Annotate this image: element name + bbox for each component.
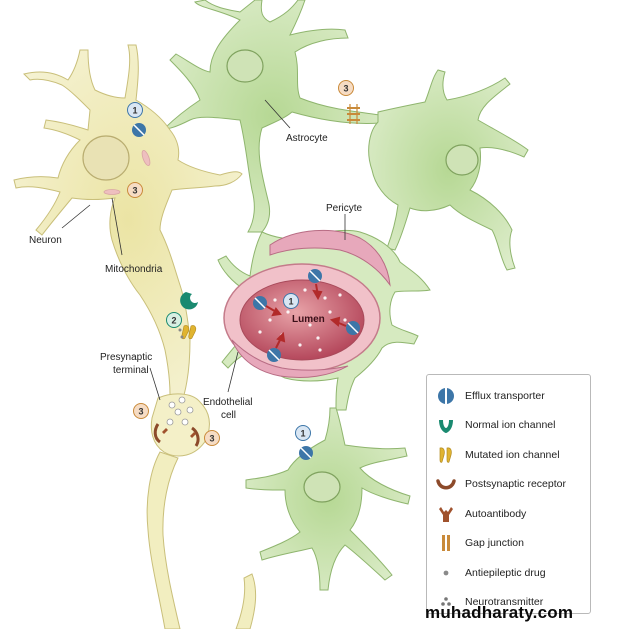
label-cell: cell (221, 410, 236, 421)
legend-item: Postsynaptic receptor (435, 470, 584, 500)
label-lumen: Lumen (292, 314, 325, 325)
drug-particle (178, 328, 182, 332)
label-astrocyte: Astrocyte (286, 133, 328, 144)
pericyte-shape (269, 229, 391, 287)
presynaptic-terminal (150, 393, 210, 457)
neurotransmitter-icon (441, 597, 451, 607)
legend-label: Neurotransmitter (465, 596, 544, 609)
autoantibody-icon (439, 506, 453, 522)
blood-vessel (223, 229, 391, 379)
legend-label: Antiepileptic drug (465, 566, 546, 579)
efflux-transporter-astrocyte (299, 446, 313, 460)
legend-item: Gap junction (435, 529, 584, 559)
drug-particle (180, 335, 184, 339)
badge-lower-astrocyte-efflux: 1 (295, 425, 311, 441)
svg-text:3: 3 (138, 407, 143, 417)
efflux-arrows (265, 283, 347, 349)
mutated-ion-channel (181, 325, 197, 340)
legend-label: Gap junction (465, 537, 524, 550)
watermark-text: muhadharaty.com (425, 603, 574, 622)
gap-junction-icon (442, 535, 450, 552)
svg-text:1: 1 (288, 297, 293, 307)
antiepileptic-drug-particles (258, 288, 347, 352)
legend-item: Neurotransmitter (435, 588, 584, 618)
svg-text:3: 3 (343, 84, 348, 94)
astrocyte-nucleus (226, 49, 264, 83)
antiepileptic-drug-icon (443, 570, 449, 576)
legend-label: Normal ion channel (465, 419, 556, 432)
badge-neuron-efflux: 1 (127, 102, 143, 118)
postsynaptic-receptor-right (191, 426, 200, 447)
badge-gap-junction: 3 (338, 80, 354, 96)
lumen (239, 279, 365, 361)
badge-lumen-efflux: 1 (283, 293, 299, 309)
legend-item: Antiepileptic drug (435, 558, 584, 588)
legend-item: Autoantibody (435, 499, 584, 529)
label-terminal: terminal (113, 365, 149, 376)
badge-neuron-mitochondria: 3 (127, 182, 143, 198)
badge-ion-channel: 2 (166, 312, 182, 328)
gap-junction (347, 104, 360, 124)
svg-text:3: 3 (209, 434, 214, 444)
pericyte-lower (231, 339, 349, 379)
svg-text:1: 1 (300, 429, 305, 439)
legend: Efflux transporter Normal ion channel Mu… (426, 374, 591, 614)
astrocyte-nucleus (445, 144, 479, 176)
badge-synapse-right: 3 (204, 430, 220, 446)
astrocyte-right (368, 69, 529, 271)
legend-item: Efflux transporter (435, 381, 584, 411)
label-endothelial: Endothelial (203, 397, 252, 408)
efflux-transporters-vessel (253, 269, 360, 362)
legend-label: Mutated ion channel (465, 448, 560, 461)
autoantibody-marks (162, 428, 196, 438)
svg-text:2: 2 (171, 316, 176, 326)
mutated-ion-channel-icon (439, 447, 452, 463)
postsynaptic-receptor-left (153, 423, 161, 444)
legend-label: Autoantibody (465, 507, 527, 520)
astrocyte-nucleus (303, 471, 341, 503)
mitochondrion (103, 189, 121, 195)
mitochondrion (141, 150, 151, 166)
normal-ion-channel (180, 292, 198, 310)
label-neuron: Neuron (29, 235, 62, 246)
neuron-nucleus (82, 135, 130, 181)
label-mitochondria: Mitochondria (105, 264, 163, 275)
efflux-transporter-icon (438, 387, 454, 404)
postsynaptic-receptor-icon (436, 479, 456, 490)
svg-text:3: 3 (132, 186, 137, 196)
badge-synapse-left: 3 (133, 403, 149, 419)
axon-lower (146, 451, 181, 629)
legend-label: Postsynaptic receptor (465, 478, 566, 491)
legend-label: Efflux transporter (465, 389, 545, 402)
leader-lines (61, 99, 346, 401)
legend-item: Normal ion channel (435, 411, 584, 441)
label-presynaptic: Presynaptic (100, 352, 152, 363)
legend-item: Mutated ion channel (435, 440, 584, 470)
synaptic-vesicles (166, 396, 194, 426)
efflux-transporter-neuron (132, 123, 146, 137)
label-pericyte: Pericyte (326, 203, 363, 214)
dendrite-bottom (235, 573, 257, 629)
normal-ion-channel-icon (439, 420, 453, 434)
astrocyte-top (164, 0, 381, 233)
svg-text:1: 1 (132, 106, 137, 116)
